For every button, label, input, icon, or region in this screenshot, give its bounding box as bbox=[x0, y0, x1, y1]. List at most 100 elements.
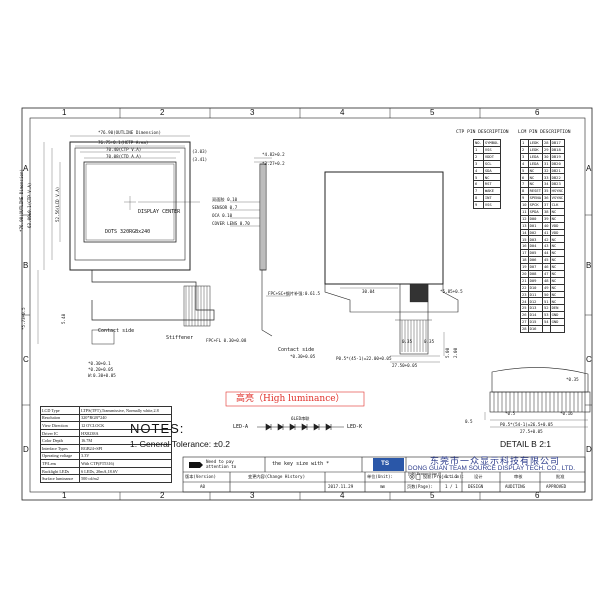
table-cell bbox=[542, 325, 551, 333]
side-layer-1: 双面胶 0.10 bbox=[212, 197, 238, 202]
detail-dim-4: P0.5*(54-1)=26.5+0.05 bbox=[500, 422, 553, 427]
attention-note-mid: the key size with * bbox=[272, 461, 330, 467]
table-cell: DB17 bbox=[549, 139, 566, 147]
scale-value: 1 : 1 bbox=[445, 474, 458, 479]
table-cell: Interface Types bbox=[39, 443, 81, 453]
table-cell: NC bbox=[527, 180, 544, 189]
grid-row-d: D bbox=[23, 445, 29, 454]
side-fpc-thk: FPC+FL 0.30+0.08 bbox=[206, 338, 247, 343]
table-cell: 23 bbox=[520, 290, 529, 299]
table-cell: 29 bbox=[542, 145, 551, 154]
table-cell: TP/Lens bbox=[39, 459, 81, 468]
table-cell: 22 bbox=[520, 283, 529, 292]
table-cell: 8 bbox=[520, 187, 529, 196]
table-cell: CLK bbox=[549, 201, 566, 209]
table-cell: LEDK bbox=[527, 139, 544, 147]
highlight-box bbox=[225, 391, 365, 407]
table-cell: DB18 bbox=[549, 145, 566, 154]
back-dim-5: 5.00 bbox=[445, 347, 450, 358]
table-cell: 20 bbox=[520, 269, 529, 278]
table-cell: NC bbox=[549, 207, 566, 216]
table-cell: DB22 bbox=[549, 173, 566, 182]
table-cell: 34 bbox=[542, 180, 551, 189]
grid-col-2-bottom: 2 bbox=[160, 491, 165, 500]
table-cell: D12 bbox=[527, 297, 544, 306]
back-dim-1: 30.04 bbox=[362, 289, 375, 294]
table-cell: LCD Type bbox=[39, 406, 81, 415]
table-cell: 4 bbox=[520, 159, 529, 168]
grid-col-1-bottom: 1 bbox=[62, 491, 67, 500]
grid-col-6: 6 bbox=[535, 108, 540, 117]
table-cell: DB23 bbox=[549, 180, 566, 189]
detail-dim-3: *0.16 bbox=[560, 411, 573, 416]
table-cell: 3 bbox=[520, 152, 529, 161]
outer-frame bbox=[21, 107, 593, 501]
table-cell: 38 bbox=[542, 207, 551, 216]
proj-label: 投影(Projection): bbox=[423, 474, 465, 479]
table-cell: NC bbox=[549, 290, 566, 299]
table-cell: 2 bbox=[520, 145, 529, 154]
attention-note-2: attention to bbox=[206, 464, 237, 469]
grid-row-a-right: A bbox=[586, 164, 592, 173]
table-cell: 40 bbox=[542, 221, 551, 230]
notes-title: NOTES: bbox=[130, 421, 185, 436]
front-ctp-va bbox=[74, 147, 186, 261]
table-cell: 1 bbox=[520, 139, 529, 147]
rev-value: A0 bbox=[200, 484, 206, 489]
table-cell: LTPS(TFT),Transmissive, Normally white,2… bbox=[79, 406, 172, 415]
table-cell: 18 bbox=[520, 256, 529, 265]
table-cell: 14 bbox=[520, 228, 529, 237]
table-cell: 49 bbox=[542, 283, 551, 292]
back-dim-6: 2.00 bbox=[453, 347, 458, 358]
table-cell: D14 bbox=[527, 311, 544, 320]
table-cell: VDD bbox=[549, 221, 566, 230]
front-hctp-dim: 76.75+0.1(HCTP Area) bbox=[98, 140, 149, 145]
table-cell: 21 bbox=[520, 276, 529, 285]
table-cell: 45 bbox=[542, 256, 551, 265]
led-circuit bbox=[257, 423, 344, 431]
side-contact-side: Contact side bbox=[278, 347, 315, 353]
led-circuit-title: 6LED串联 bbox=[291, 416, 310, 421]
table-cell: D16 bbox=[527, 325, 544, 333]
table-cell: NC bbox=[549, 269, 566, 278]
table-cell: D02 bbox=[527, 228, 544, 237]
date-value: 2017.11.29 bbox=[328, 484, 354, 489]
change-label: 变更内容(Change History) bbox=[248, 474, 306, 479]
side-thk-1: *4.82+0.2 bbox=[262, 152, 285, 157]
detail-dim-6: 0.5 bbox=[465, 419, 473, 424]
table-cell: D07 bbox=[527, 263, 544, 271]
column-dividers bbox=[22, 108, 592, 500]
detail-b bbox=[484, 367, 591, 428]
table-cell: LEDA bbox=[527, 159, 544, 168]
table-cell: 30 bbox=[542, 152, 551, 161]
table-cell bbox=[549, 325, 566, 333]
table-cell: D06 bbox=[527, 256, 544, 265]
attention-note-1: Need to pay bbox=[206, 459, 234, 464]
table-cell: Surface luminance bbox=[39, 474, 81, 483]
front-bottom-dim-1: *0.30+0.1 bbox=[88, 361, 111, 366]
side-fpc-w: *0.30+0.05 bbox=[290, 354, 316, 359]
ctp-pin-title: CTP PIN DESCRIPTION bbox=[456, 130, 509, 135]
table-cell: NC bbox=[549, 242, 566, 251]
grid-row-c-right: C bbox=[586, 355, 592, 364]
back-view bbox=[324, 171, 459, 363]
projection-symbol-icon bbox=[409, 473, 421, 481]
grid-col-3-bottom: 3 bbox=[250, 491, 255, 500]
table-cell: SPENA bbox=[527, 194, 544, 203]
grid-row-c: C bbox=[23, 355, 29, 364]
